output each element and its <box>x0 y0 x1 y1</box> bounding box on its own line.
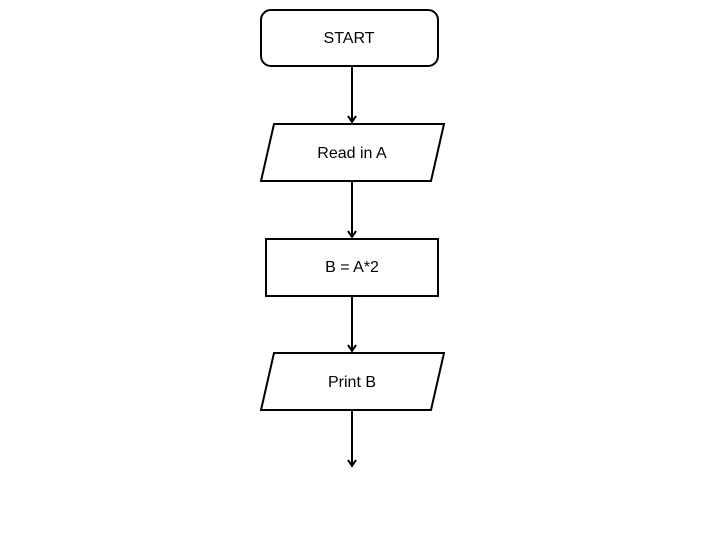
start-node: START <box>260 9 439 67</box>
compute-b-node: B = A*2 <box>265 238 439 297</box>
print-b-node: Print B <box>259 352 446 411</box>
read-a-node: Read in A <box>259 123 446 182</box>
compute-b-shape <box>265 238 439 297</box>
read-a-label: Read in A <box>317 145 387 162</box>
compute-b-label: B = A*2 <box>325 259 379 276</box>
start-shape <box>260 9 439 67</box>
print-b-shape <box>259 352 446 411</box>
start-label: START <box>324 30 375 47</box>
print-b-label: Print B <box>328 374 376 391</box>
read-a-shape <box>259 123 446 182</box>
